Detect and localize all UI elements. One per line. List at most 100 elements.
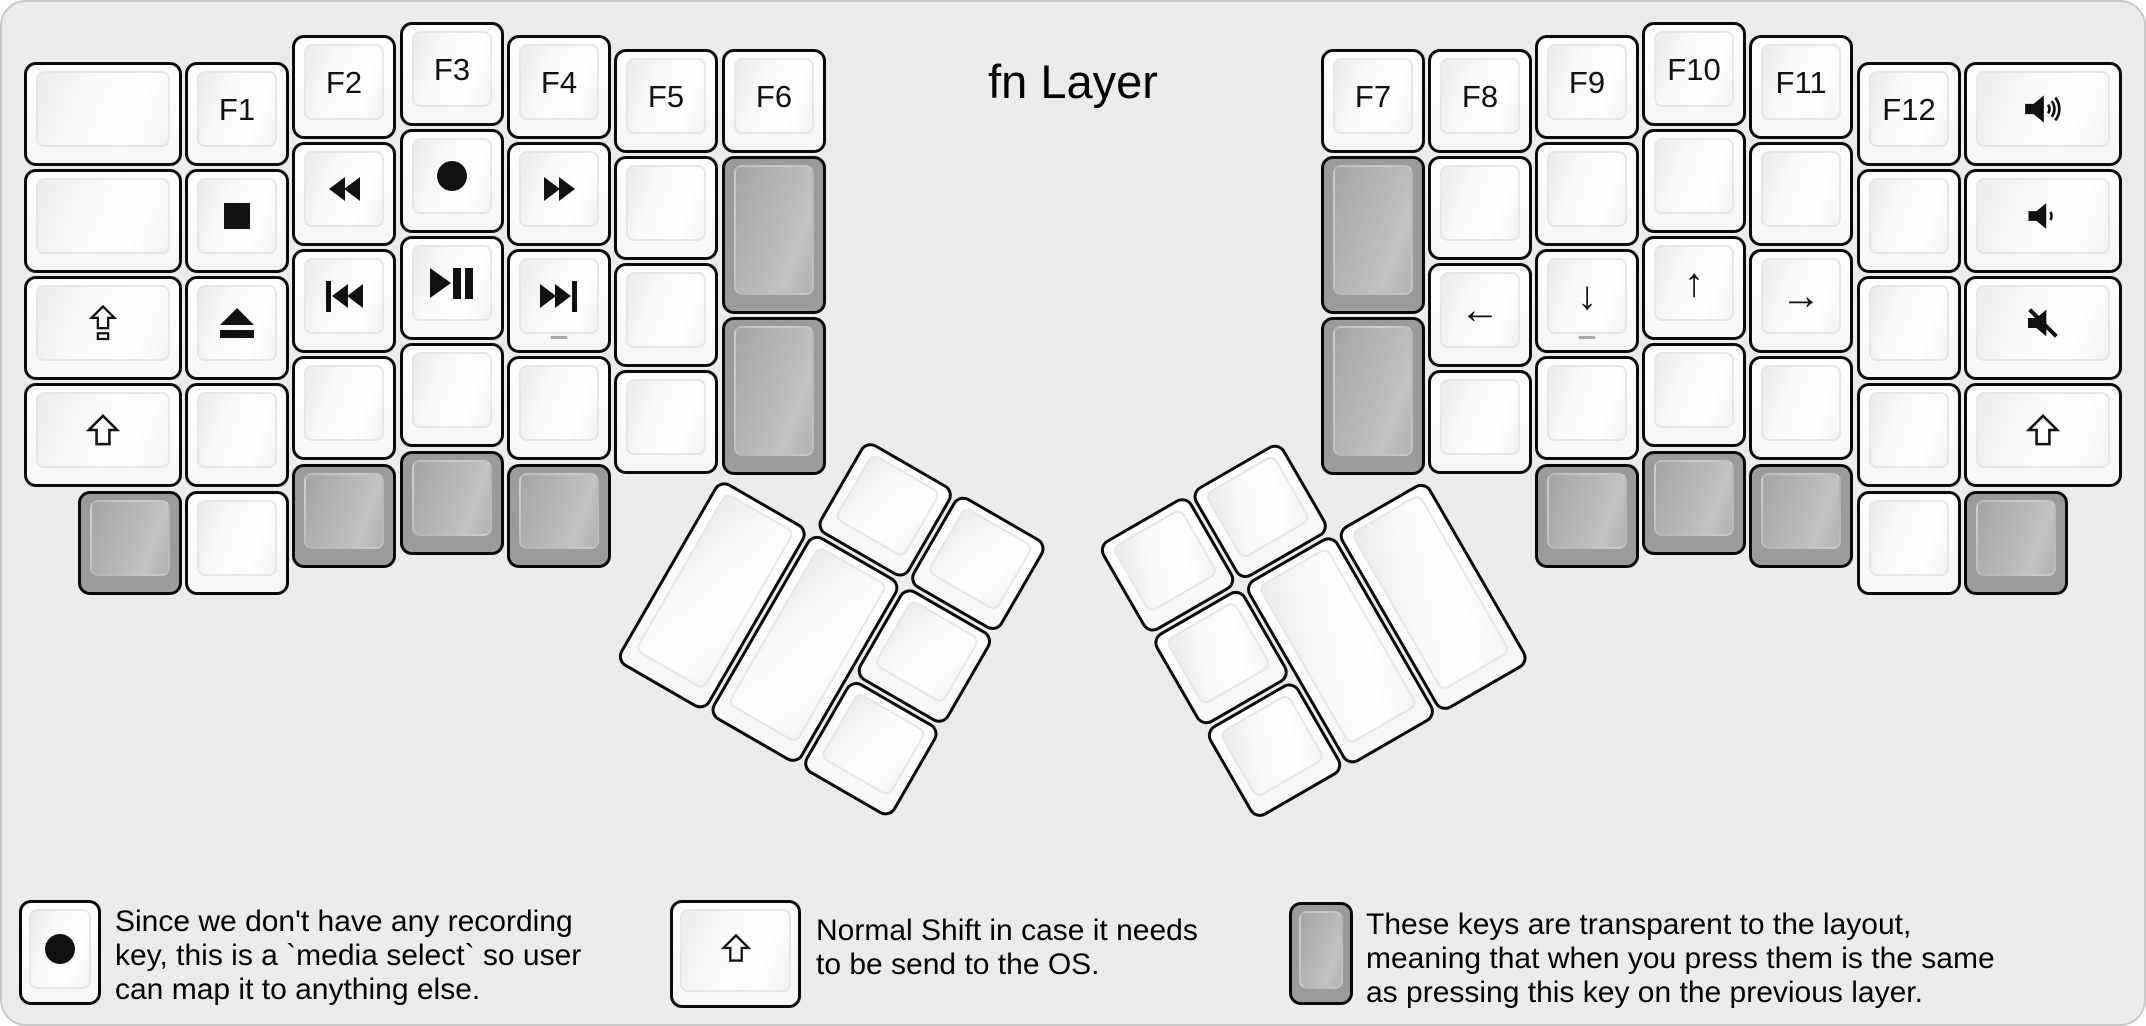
blank-key[interactable] bbox=[185, 383, 289, 487]
key-label: F6 bbox=[755, 78, 793, 114]
transparent-key-example bbox=[1289, 902, 1353, 1005]
transparent-key[interactable] bbox=[1964, 491, 2068, 595]
blank-key[interactable] bbox=[24, 169, 182, 273]
blank-key[interactable] bbox=[1857, 491, 1961, 595]
blank-key[interactable] bbox=[400, 343, 504, 447]
blank-key[interactable] bbox=[1857, 383, 1961, 487]
key-arrow-up[interactable]: ↑ bbox=[1642, 236, 1746, 340]
prev-track-icon bbox=[325, 280, 363, 312]
blank-key[interactable] bbox=[1642, 343, 1746, 447]
key-arrow-left[interactable]: ← bbox=[1428, 263, 1532, 367]
legend-text-media-select: Since we don't have any recording key, t… bbox=[115, 905, 582, 1006]
volume-up-key[interactable] bbox=[1964, 62, 2122, 166]
homing-bar-mark bbox=[1578, 336, 1596, 339]
eject-key[interactable] bbox=[185, 276, 289, 380]
key-f3[interactable]: F3 bbox=[400, 22, 504, 126]
rewind-key[interactable] bbox=[292, 142, 396, 246]
legend-text-transparent: These keys are transparent to the layout… bbox=[1366, 908, 1995, 1009]
key-label: ↑ bbox=[1684, 261, 1704, 305]
key-f5[interactable]: F5 bbox=[614, 49, 718, 153]
transparent-key[interactable] bbox=[722, 317, 826, 475]
transparent-key[interactable] bbox=[1642, 451, 1746, 555]
rewind-icon bbox=[328, 177, 360, 201]
transparent-key[interactable] bbox=[1321, 156, 1425, 314]
key-label: F12 bbox=[1882, 91, 1936, 127]
transparent-key[interactable] bbox=[1321, 317, 1425, 475]
blank-key[interactable] bbox=[1857, 169, 1961, 273]
legend-item-transparent: These keys are transparent to the layout… bbox=[1289, 902, 1995, 1010]
transparent-key[interactable] bbox=[400, 451, 504, 555]
legend-item-media-select: Since we don't have any recording key, t… bbox=[19, 900, 581, 1007]
blank-key[interactable] bbox=[292, 356, 396, 460]
key-label: F11 bbox=[1775, 64, 1827, 100]
key-label: F2 bbox=[325, 64, 363, 100]
prev-track-key[interactable] bbox=[292, 249, 396, 353]
transparent-key[interactable] bbox=[78, 491, 182, 595]
transparent-key[interactable] bbox=[1749, 464, 1853, 568]
record-icon bbox=[45, 934, 75, 964]
transparent-key[interactable] bbox=[1535, 464, 1639, 568]
key-arrow-right[interactable]: → bbox=[1749, 249, 1853, 353]
record-key[interactable] bbox=[400, 129, 504, 233]
key-label: F5 bbox=[647, 78, 685, 114]
blank-key[interactable] bbox=[24, 62, 182, 166]
key-f4[interactable]: F4 bbox=[507, 35, 611, 139]
blank-key[interactable] bbox=[1642, 129, 1746, 233]
key-f12[interactable]: F12 bbox=[1857, 62, 1961, 166]
mute-key[interactable] bbox=[1964, 276, 2122, 380]
stop-icon bbox=[224, 203, 250, 229]
key-f9[interactable]: F9 bbox=[1535, 35, 1639, 139]
stop-key[interactable] bbox=[185, 169, 289, 273]
blank-key[interactable] bbox=[185, 491, 289, 595]
shift-icon bbox=[720, 933, 752, 968]
legend-text-shift: Normal Shift in case it needs to be send… bbox=[816, 914, 1198, 981]
key-label: → bbox=[1781, 274, 1821, 318]
transparent-key[interactable] bbox=[722, 156, 826, 314]
next-track-key[interactable] bbox=[507, 249, 611, 353]
blank-key[interactable] bbox=[614, 156, 718, 260]
shift-key[interactable] bbox=[24, 383, 182, 487]
play-pause-icon bbox=[429, 267, 475, 299]
fast-forward-key[interactable] bbox=[507, 142, 611, 246]
mute-icon bbox=[2021, 303, 2065, 343]
key-f1[interactable]: F1 bbox=[185, 62, 289, 166]
blank-key[interactable] bbox=[507, 356, 611, 460]
key-f7[interactable]: F7 bbox=[1321, 49, 1425, 153]
blank-key[interactable] bbox=[1428, 370, 1532, 474]
key-f6[interactable]: F6 bbox=[722, 49, 826, 153]
blank-key[interactable] bbox=[1535, 356, 1639, 460]
blank-key[interactable] bbox=[614, 263, 718, 367]
key-label: F7 bbox=[1354, 78, 1392, 114]
caps-lock-icon bbox=[87, 304, 119, 342]
shift-key[interactable] bbox=[1964, 383, 2122, 487]
volume-down-icon bbox=[2022, 196, 2064, 236]
volume-down-key[interactable] bbox=[1964, 169, 2122, 273]
blank-key[interactable] bbox=[1535, 142, 1639, 246]
blank-key[interactable] bbox=[1749, 142, 1853, 246]
blank-key[interactable] bbox=[614, 370, 718, 474]
transparent-key[interactable] bbox=[292, 464, 396, 568]
key-f10[interactable]: F10 bbox=[1642, 22, 1746, 126]
play-pause-key[interactable] bbox=[400, 236, 504, 340]
transparent-key[interactable] bbox=[507, 464, 611, 568]
key-label: F1 bbox=[218, 91, 256, 127]
blank-key[interactable] bbox=[1857, 276, 1961, 380]
caps-lock-key[interactable] bbox=[24, 276, 182, 380]
shift-icon bbox=[85, 413, 121, 447]
key-label: F8 bbox=[1461, 78, 1499, 114]
blank-key[interactable] bbox=[1749, 356, 1853, 460]
record-icon bbox=[437, 161, 467, 191]
fast-forward-icon bbox=[543, 177, 575, 201]
key-f2[interactable]: F2 bbox=[292, 35, 396, 139]
key-label: F10 bbox=[1667, 51, 1721, 87]
key-f11[interactable]: F11 bbox=[1749, 35, 1853, 139]
volume-up-icon bbox=[2020, 88, 2066, 130]
key-label: F3 bbox=[433, 51, 471, 87]
key-f8[interactable]: F8 bbox=[1428, 49, 1532, 153]
blank-key[interactable] bbox=[1428, 156, 1532, 260]
key-label: ← bbox=[1460, 288, 1500, 332]
key-arrow-down[interactable]: ↓ bbox=[1535, 249, 1639, 353]
record-key-example bbox=[19, 900, 101, 1005]
key-label: F4 bbox=[540, 64, 578, 100]
